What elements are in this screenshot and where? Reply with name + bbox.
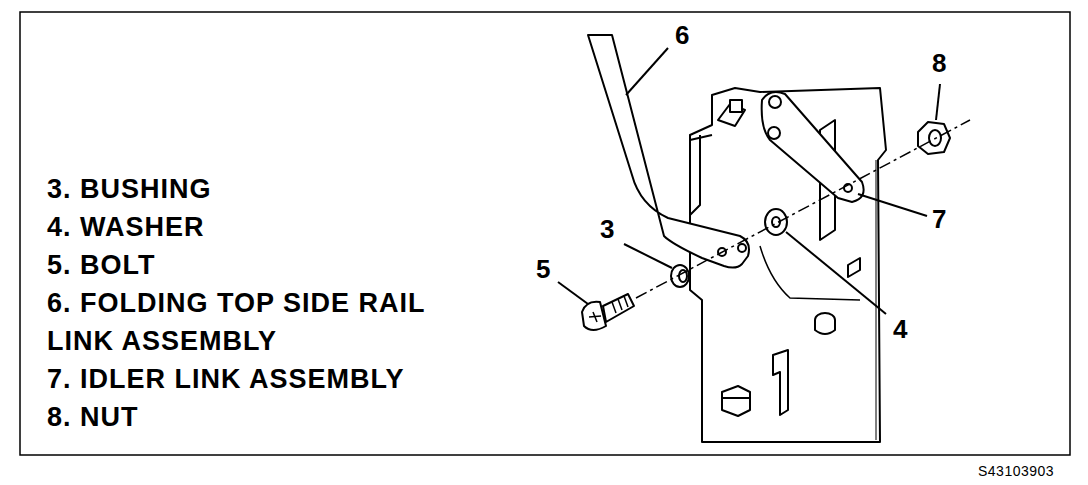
callout-number: 8 (932, 50, 946, 76)
callout-number: 7 (932, 206, 946, 232)
part-name: 6. FOLDING TOP SIDE RAIL LINK ASSEMBLY (47, 284, 467, 360)
callout-number: 5 (536, 256, 550, 282)
callout-number: 4 (893, 316, 907, 342)
parts-drawing (582, 35, 950, 442)
axis-line (636, 120, 970, 298)
leader-lines (558, 48, 940, 314)
part-name: 8. NUT (47, 404, 139, 431)
part-name: 7. IDLER LINK ASSEMBLY (47, 366, 405, 393)
callout-number: 6 (675, 22, 689, 48)
part-name: 4. WASHER (47, 214, 205, 241)
part-name: 5. BOLT (47, 252, 156, 279)
figure-code: S43103903 (978, 464, 1054, 478)
frame (20, 12, 1070, 455)
callout-number: 3 (600, 216, 614, 242)
part-name: 3. BUSHING (47, 176, 212, 203)
